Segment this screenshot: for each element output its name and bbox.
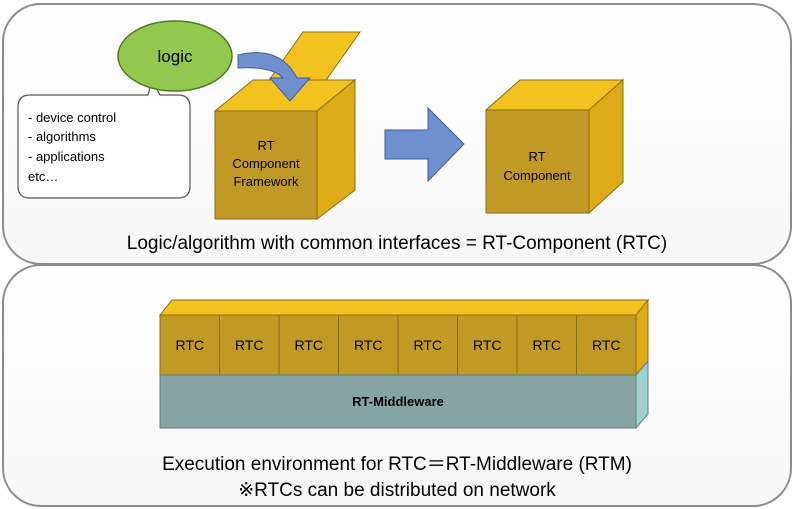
component-label-2: Component: [503, 168, 571, 183]
framework-label-2: Component: [232, 156, 300, 171]
rtc-row-top: [158, 299, 650, 316]
framework-label-3: Framework: [233, 174, 299, 189]
rtc-cell-label: RTC: [532, 337, 561, 353]
rtc-cell-label: RTC: [175, 337, 204, 353]
top-caption: Logic/algorithm with common interfaces =…: [127, 233, 667, 254]
rtc-cell-label: RTC: [473, 337, 502, 353]
rtc-cell: [576, 314, 637, 376]
bottom-caption-1: Execution environment for RTC＝RT-Middlew…: [162, 454, 632, 475]
rtc-cell: [219, 314, 280, 376]
rtc-cell-label: RTC: [592, 337, 621, 353]
rtc-cell-label: RTC: [413, 337, 442, 353]
framework-label-1: RT: [257, 138, 274, 153]
rtc-cell-label: RTC: [294, 337, 323, 353]
logic-label: logic: [158, 47, 193, 66]
callout-line-4: etc…: [28, 169, 58, 184]
framework-front: [214, 110, 318, 220]
rtc-cells: RTC RTC RTC RTC RTC RTC RTC RTC: [159, 314, 637, 376]
transform-arrow: [384, 106, 465, 183]
component-front: [485, 109, 590, 214]
rtc-cell-label: RTC: [235, 337, 264, 353]
callout-line-2: - algorithms: [28, 129, 96, 144]
callout-bubble: [17, 78, 191, 199]
callout-line-3: - applications: [28, 149, 105, 164]
rtc-cell-label: RTC: [354, 337, 383, 353]
component-label-1: RT: [528, 149, 545, 164]
bottom-caption-2: ※RTCs can be distributed on network: [238, 480, 556, 501]
middleware-front: [159, 374, 637, 429]
rtc-cell: [159, 314, 220, 376]
rtc-cell: [516, 314, 577, 376]
callout-line-1: - device control: [28, 110, 116, 125]
rtc-cell: [338, 314, 399, 376]
logic-ellipse: [117, 20, 233, 92]
insert-arrow: [237, 52, 312, 102]
rtc-cell: [457, 314, 518, 376]
rtc-cell: [278, 314, 339, 376]
middleware-label: RT-Middleware: [352, 394, 444, 409]
